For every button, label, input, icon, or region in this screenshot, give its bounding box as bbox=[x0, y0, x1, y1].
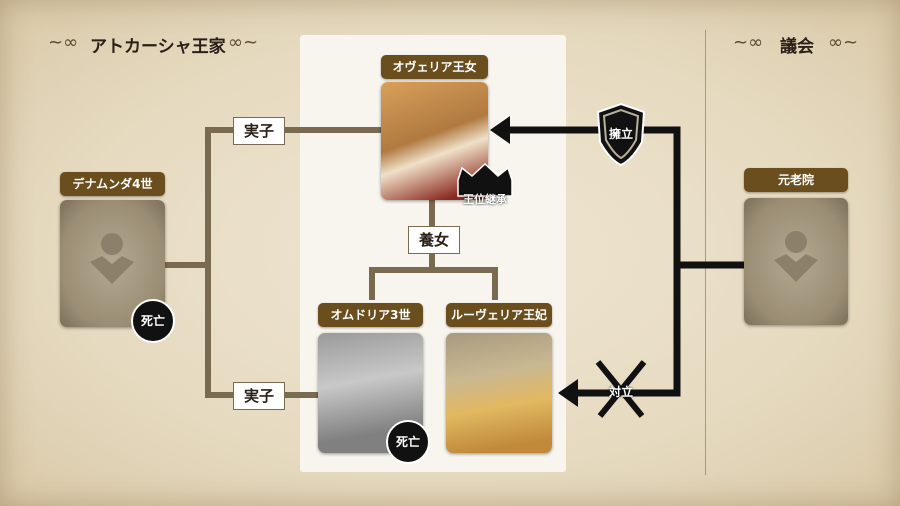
ornament-icon: ∞~ bbox=[828, 32, 859, 53]
status-dead-omdoria: 死亡 bbox=[386, 420, 430, 464]
portrait-placeholder-senate[interactable] bbox=[744, 198, 848, 325]
character-name-omdoria: オムドリア3世 bbox=[318, 303, 423, 327]
character-name-denamunda: デナムンダ4世 bbox=[60, 172, 165, 196]
succession-badge-label: 王位継承 bbox=[463, 193, 507, 206]
arrow-head-icon bbox=[490, 116, 510, 144]
character-name-ovelia: オヴェリア王女 bbox=[381, 55, 488, 79]
person-silhouette-icon bbox=[90, 233, 134, 284]
relation-label-child: 実子 bbox=[233, 117, 285, 145]
crossed-swords-icon bbox=[595, 360, 647, 418]
portrait-luvelia[interactable] bbox=[446, 333, 552, 453]
shield-icon bbox=[596, 102, 646, 167]
opposition-badge-label: 対立 bbox=[608, 385, 633, 399]
character-name-luvelia: ルーヴェリア王妃 bbox=[446, 303, 552, 327]
family-line bbox=[369, 267, 498, 300]
person-silhouette-icon bbox=[774, 231, 818, 282]
arrow-head-icon bbox=[558, 379, 578, 407]
relation-label-adopted: 養女 bbox=[408, 226, 460, 254]
crown-icon bbox=[457, 162, 513, 197]
section-title-royal-family: アトカーシャ王家 bbox=[90, 37, 226, 57]
ornament-icon: ~∞ bbox=[48, 32, 79, 53]
faction-name-senate: 元老院 bbox=[744, 168, 848, 192]
support-badge-label: 擁立 bbox=[608, 127, 633, 141]
status-dead-denamunda: 死亡 bbox=[131, 299, 175, 343]
section-divider bbox=[705, 30, 706, 475]
section-title-council: 議会 bbox=[780, 37, 814, 57]
ornament-icon: ~∞ bbox=[733, 32, 764, 53]
ornament-icon: ∞~ bbox=[228, 32, 259, 53]
relation-label-child: 実子 bbox=[233, 382, 285, 410]
